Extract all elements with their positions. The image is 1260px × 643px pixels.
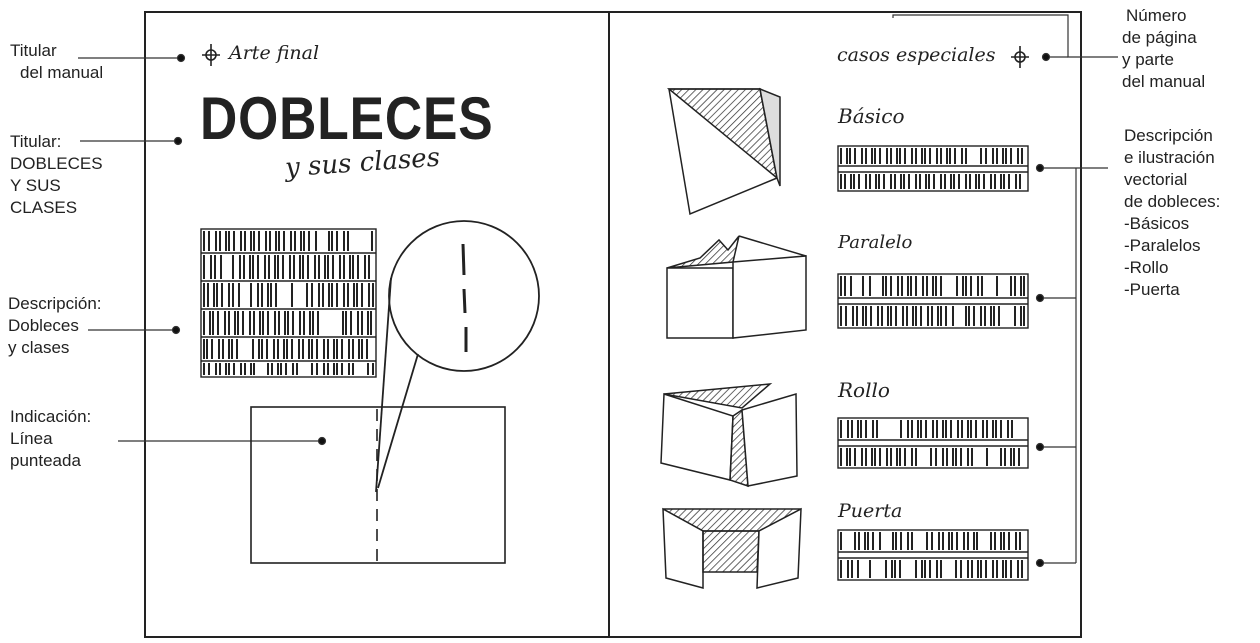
right-page-header: casos especiales	[837, 44, 995, 66]
fold-paralelo-illustration	[667, 236, 806, 338]
annotation-descripcion: Descripción: Dobleces y clases	[8, 293, 102, 359]
annotation-line: -Puerta	[1124, 279, 1220, 301]
annotation-line: Dobleces	[8, 315, 102, 337]
annotation-line: Línea	[10, 428, 91, 450]
annotation-line: del manual	[10, 62, 103, 84]
section-label-paralelo: Paralelo	[838, 232, 912, 253]
annotation-line: de página	[1122, 27, 1205, 49]
left-page-title: DOBLECES	[200, 84, 494, 154]
annotation-line: CLASES	[10, 197, 103, 219]
annotation-titular-manual: Titular del manual	[10, 40, 103, 84]
crosshair-icon-left	[202, 44, 220, 66]
zoom-circle	[376, 221, 539, 492]
section-label-rollo: Rollo	[838, 378, 890, 402]
annotation-line: Descripción:	[8, 293, 102, 315]
annotation-line: Número	[1122, 5, 1205, 27]
section-label-puerta: Puerta	[838, 500, 902, 522]
annotation-line: del manual	[1122, 71, 1205, 93]
annotation-line: y parte	[1122, 49, 1205, 71]
annotation-line: -Básicos	[1124, 213, 1220, 235]
annotation-descripcion-ilustracion: Descripción e ilustración vectorial de d…	[1124, 125, 1220, 301]
annotation-line: e ilustración	[1124, 147, 1220, 169]
annotation-line: y clases	[8, 337, 102, 359]
annotation-indicacion: Indicación: Línea punteada	[10, 406, 91, 472]
annotation-line: de dobleces:	[1124, 191, 1220, 213]
annotation-line: Indicación:	[10, 406, 91, 428]
annotation-line: Titular	[10, 40, 103, 62]
annotation-line: Descripción	[1124, 125, 1220, 147]
fold-basico-illustration	[669, 89, 780, 214]
section-label-basico: Básico	[838, 104, 905, 128]
annotation-line: -Rollo	[1124, 257, 1220, 279]
annotation-line: Titular:	[10, 131, 103, 153]
left-page-header: Arte final	[229, 42, 319, 64]
annotation-titular-dobleces: Titular: DOBLECES Y SUS CLASES	[10, 131, 103, 219]
crosshair-icon-right	[1011, 46, 1029, 68]
annotation-line: punteada	[10, 450, 91, 472]
fold-puerta-illustration	[663, 509, 801, 588]
annotation-line: vectorial	[1124, 169, 1220, 191]
annotation-line: Y SUS	[10, 175, 103, 197]
annotation-line: -Paralelos	[1124, 235, 1220, 257]
annotation-numero-pagina: Número de página y parte del manual	[1122, 5, 1205, 93]
fold-rollo-illustration	[661, 384, 797, 486]
annotation-line: DOBLECES	[10, 153, 103, 175]
